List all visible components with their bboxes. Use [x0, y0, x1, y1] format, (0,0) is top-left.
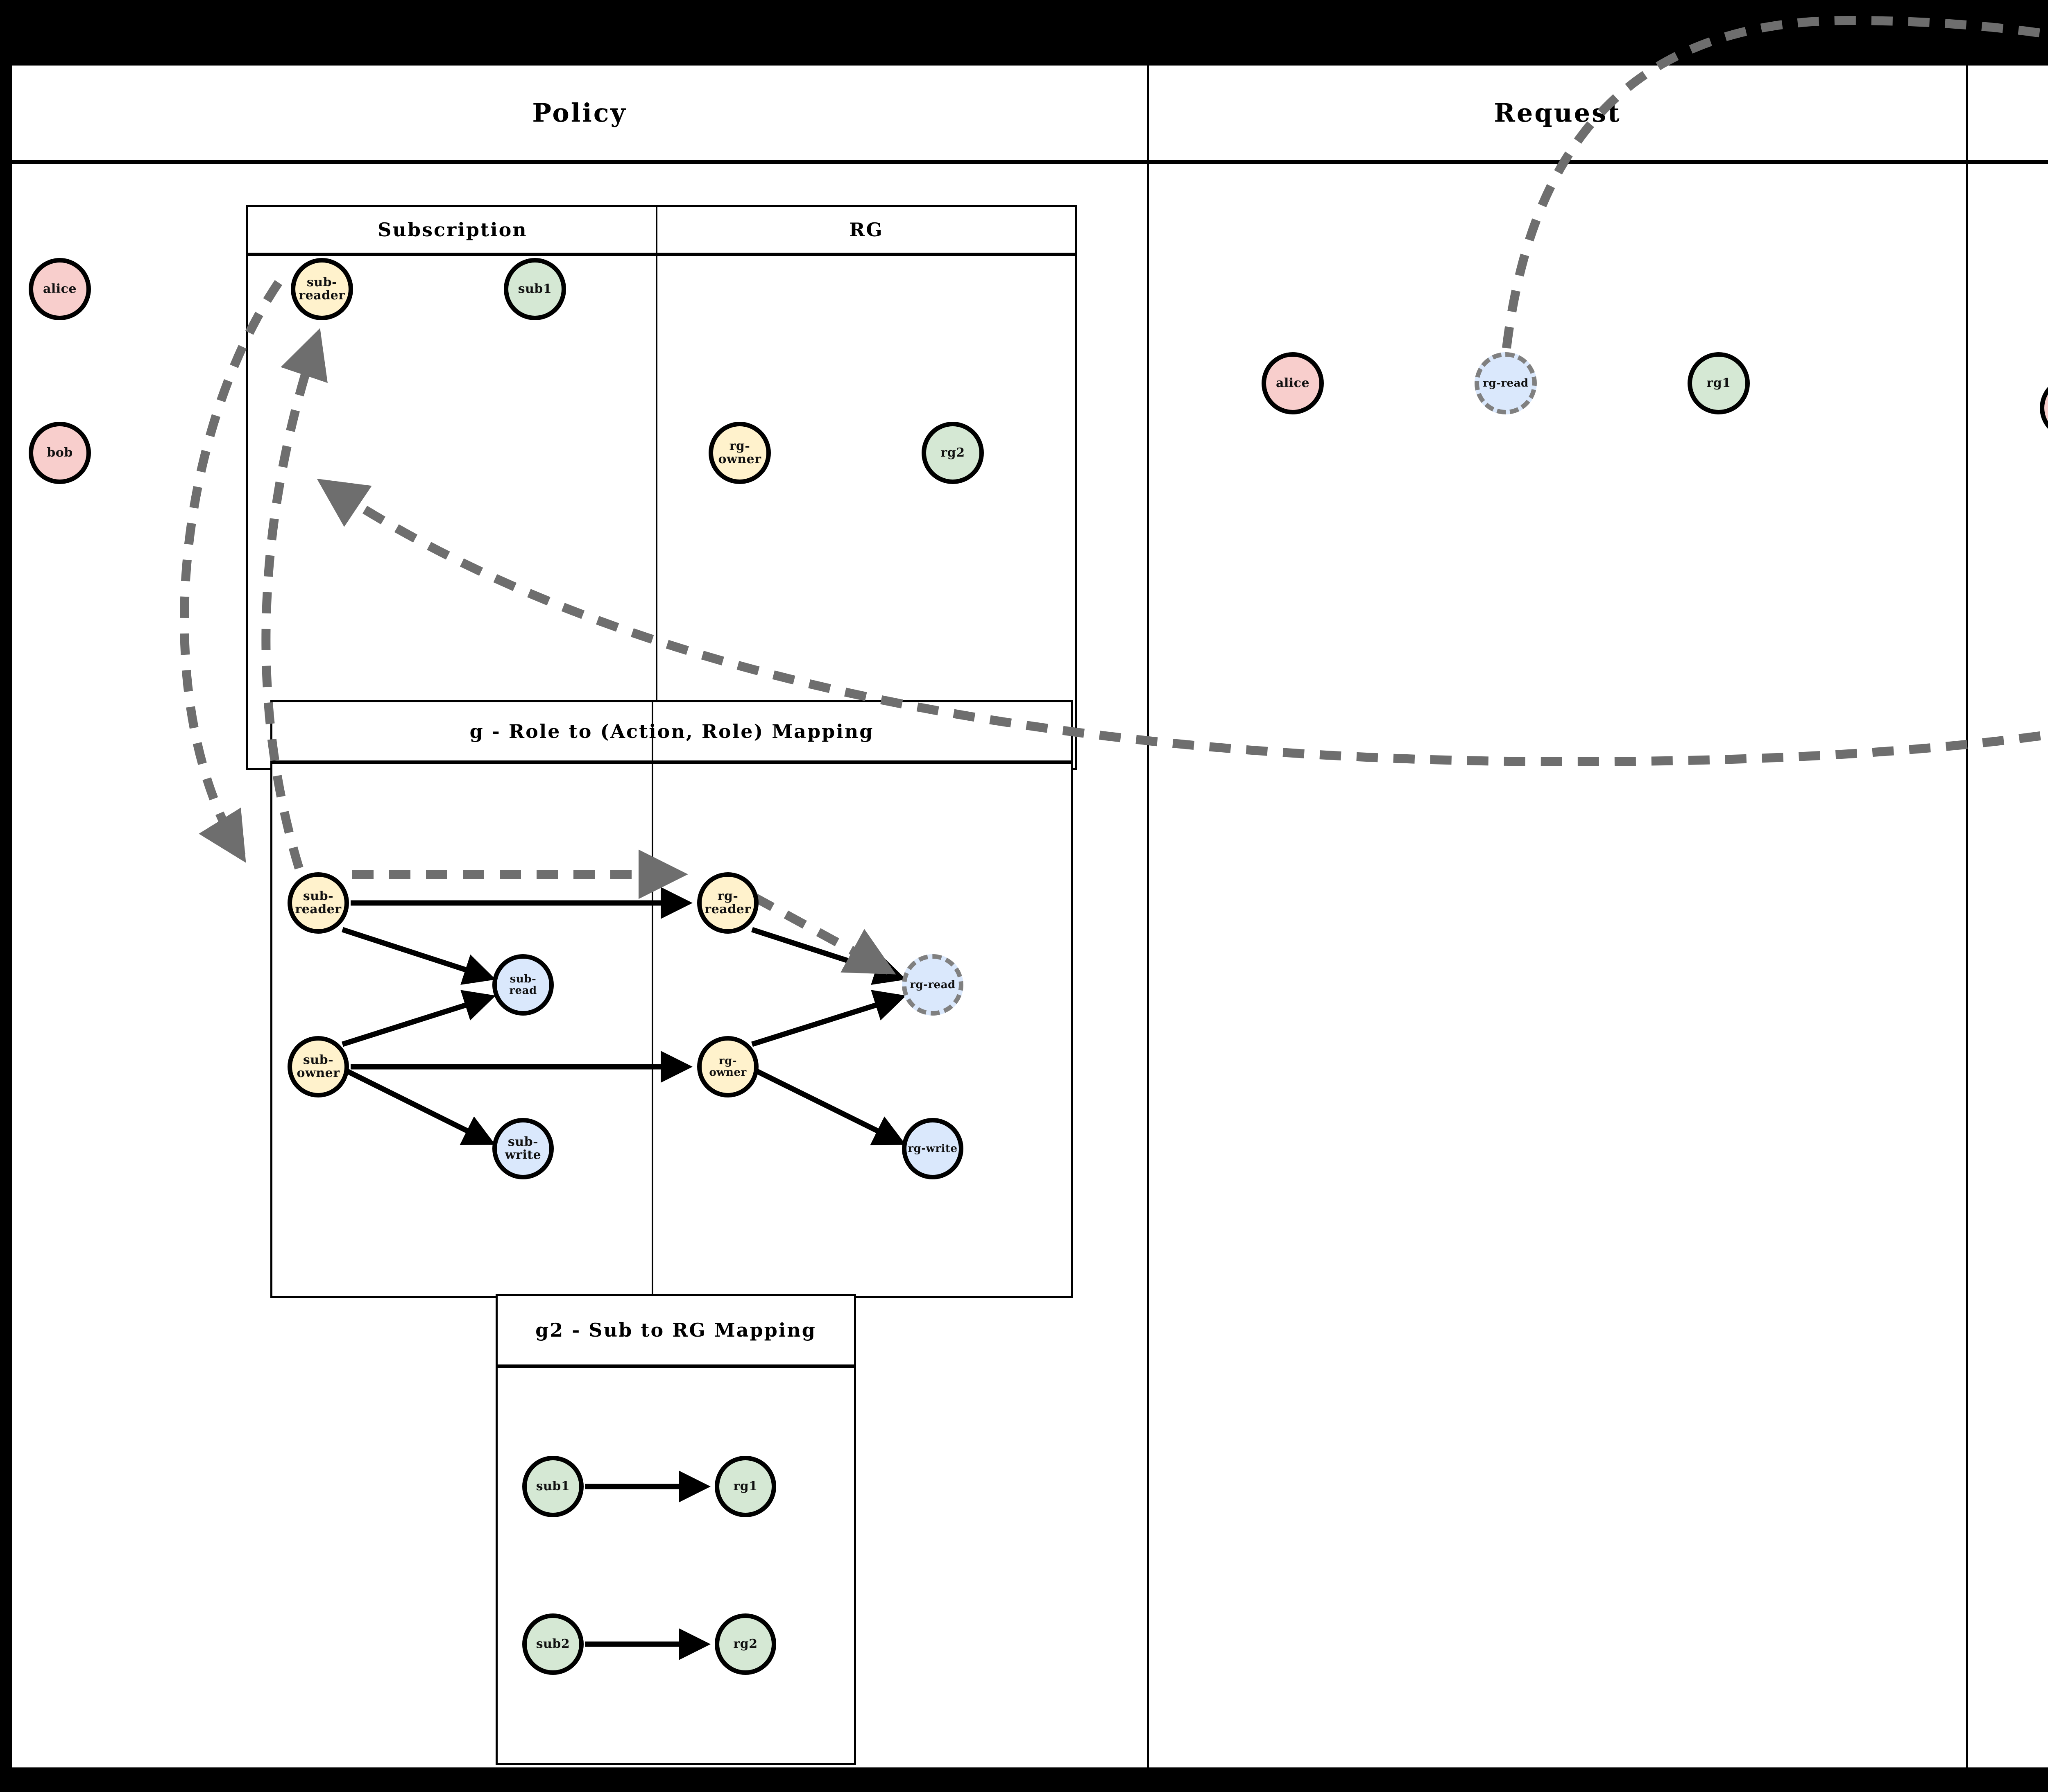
g2-mapping-box: g2 - Sub to RG Mapping [496, 1294, 856, 1765]
g-node-sub-read[interactable]: sub-read [492, 954, 554, 1016]
policy-resource-table-divider [656, 207, 657, 768]
policy-node-rg2-label: rg2 [940, 445, 965, 460]
g-node-sub-read-label: sub-read [509, 973, 537, 997]
lane-header-matching: Matching [1968, 66, 2048, 164]
policy-user-alice[interactable]: alice [29, 258, 91, 320]
g-node-rg-reader[interactable]: rg- reader [697, 872, 759, 934]
policy-resource-table: Subscription RG [246, 205, 1077, 770]
g2-mapping-title: g2 - Sub to RG Mapping [535, 1319, 816, 1342]
g2-node-sub1[interactable]: sub1 [522, 1456, 584, 1517]
g-node-sub-reader[interactable]: sub- reader [288, 872, 349, 934]
g-node-rg-reader-label: rg- reader [705, 889, 751, 916]
lane-header-request: Request [1149, 66, 1966, 164]
g2-node-sub1-label: sub1 [536, 1479, 570, 1493]
request-node-rg-read[interactable]: rg-read [1475, 352, 1537, 414]
lane-title-policy: Policy [532, 98, 627, 128]
g-node-rg-write-label: rg-write [908, 1142, 958, 1155]
policy-node-sub-reader-label: sub- reader [299, 275, 345, 303]
g2-node-rg1-label: rg1 [733, 1479, 758, 1493]
g2-mapping-header: g2 - Sub to RG Mapping [498, 1296, 854, 1368]
g-node-sub-write-label: sub- write [505, 1134, 541, 1162]
policy-user-alice-label: alice [43, 281, 77, 296]
g-node-sub-owner-label: sub- owner [297, 1052, 340, 1080]
policy-user-bob-label: bob [47, 445, 73, 460]
policy-column-rg-label: RG [849, 218, 884, 241]
policy-column-subscription-label: Subscription [378, 218, 528, 241]
g-node-sub-reader-label: sub- reader [295, 889, 342, 916]
policy-node-sub-reader[interactable]: sub- reader [291, 258, 353, 320]
g-node-rg-read[interactable]: rg-read [902, 954, 963, 1016]
g-node-rg-owner-label: rg-owner [709, 1054, 747, 1079]
g2-node-rg2[interactable]: rg2 [715, 1613, 776, 1675]
g2-node-sub2-label: sub2 [536, 1636, 570, 1651]
g2-node-rg1[interactable]: rg1 [715, 1456, 776, 1517]
g-node-sub-write[interactable]: sub- write [492, 1118, 554, 1179]
g-mapping-header: g - Role to (Action, Role) Mapping [272, 702, 1071, 764]
policy-resource-table-header: Subscription RG [248, 207, 1075, 256]
request-node-rg-read-label: rg-read [1483, 377, 1529, 389]
lane-title-request: Request [1494, 98, 1621, 128]
policy-node-rg2[interactable]: rg2 [922, 422, 984, 484]
policy-node-rg-owner-label: rg-owner [718, 439, 761, 466]
lane-header-policy: Policy [12, 66, 1147, 164]
request-node-alice-label: alice [1275, 376, 1310, 390]
g-mapping-divider [652, 702, 653, 1296]
matching-node-alice-request[interactable]: alice [2040, 377, 2048, 439]
policy-node-sub1-label: sub1 [518, 281, 552, 296]
diagram-canvas: Policy Request Matching alice bob Subscr… [12, 16, 2048, 1767]
lane-divider-policy-request [1147, 66, 1149, 1767]
request-node-rg1-label: rg1 [1706, 376, 1731, 390]
g-node-sub-owner[interactable]: sub- owner [288, 1036, 349, 1097]
request-node-rg1[interactable]: rg1 [1688, 352, 1750, 414]
policy-node-rg-owner[interactable]: rg-owner [709, 422, 771, 484]
policy-node-sub1[interactable]: sub1 [504, 258, 566, 320]
g-node-rg-read-label: rg-read [910, 978, 956, 991]
request-node-alice[interactable]: alice [1262, 352, 1324, 414]
g-node-rg-write[interactable]: rg-write [902, 1118, 963, 1179]
g-mapping-title: g - Role to (Action, Role) Mapping [469, 720, 874, 742]
g2-node-sub2[interactable]: sub2 [522, 1613, 584, 1675]
policy-user-bob[interactable]: bob [29, 422, 91, 484]
lane-divider-request-matching [1966, 66, 1968, 1767]
g-node-rg-owner[interactable]: rg-owner [697, 1036, 759, 1097]
g2-node-rg2-label: rg2 [733, 1636, 758, 1651]
